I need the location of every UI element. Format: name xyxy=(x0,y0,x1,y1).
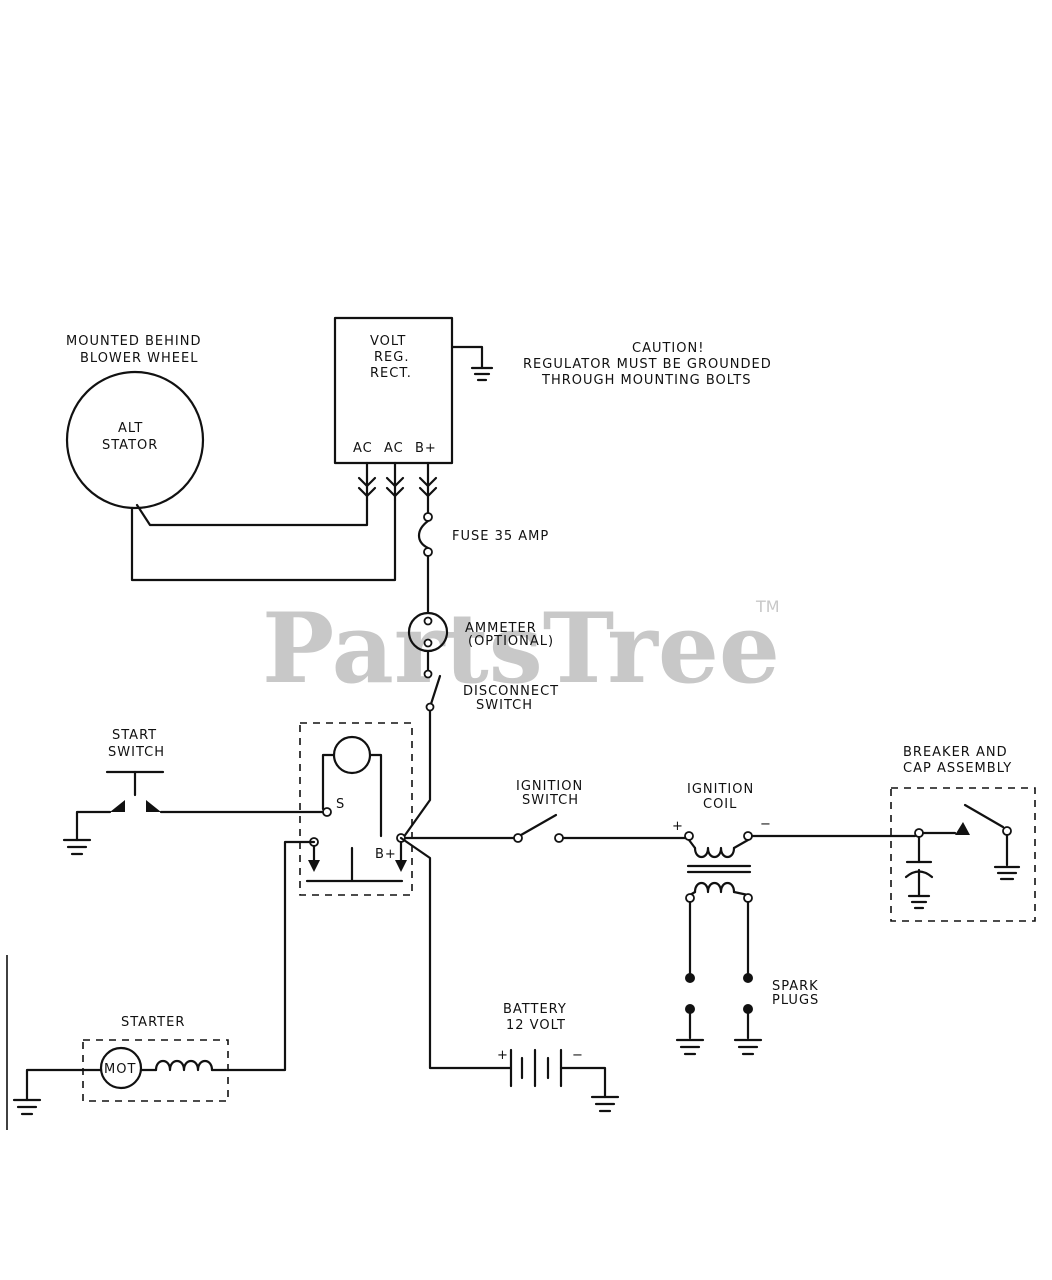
alt-stator: MOUNTED BEHIND BLOWER WHEEL ALT STATOR xyxy=(65,334,205,510)
start-label-line2: SWITCH xyxy=(108,745,165,760)
start-switch-ground-icon xyxy=(62,838,92,856)
disconnect-switch: DISCONNECT SWITCH xyxy=(423,669,559,713)
ignition-coil-label-line1: IGNITION xyxy=(687,782,754,797)
battery-label-line2: 12 VOLT xyxy=(506,1018,566,1033)
disconnect-label-line2: SWITCH xyxy=(476,698,533,713)
breaker-label-line1: BREAKER AND xyxy=(903,745,1008,760)
spark-plug-1-ground-icon xyxy=(675,1038,705,1056)
ammeter-label-line2: (OPTIONAL) xyxy=(468,634,554,649)
ignition-coil-label-line2: COIL xyxy=(703,797,737,812)
mounted-label-line2: BLOWER WHEEL xyxy=(80,351,198,366)
motor-label: MOT xyxy=(104,1062,136,1077)
caution-line1: CAUTION! xyxy=(632,341,704,356)
stator-label-line1: ALT xyxy=(118,421,143,436)
wire-solenoid-starter xyxy=(226,840,316,1072)
battery-minus-label: − xyxy=(572,1048,584,1063)
regulator-ground-icon xyxy=(450,345,494,382)
stator-label-line2: STATOR xyxy=(102,438,158,453)
voltage-regulator: VOLT REG. RECT. AC AC B+ xyxy=(333,316,454,465)
wire-bplus-battery xyxy=(399,836,512,1070)
fuse-label: FUSE 35 AMP xyxy=(452,529,549,544)
caution-line2: REGULATOR MUST BE GROUNDED xyxy=(523,357,772,372)
spark-plugs: SPARK PLUGS xyxy=(685,973,819,1040)
solenoid-bplus-label: B+ xyxy=(375,847,397,862)
caution-note: CAUTION! REGULATOR MUST BE GROUNDED THRO… xyxy=(523,341,772,388)
starter: STARTER MOT xyxy=(25,1015,230,1102)
disconnect-label-line1: DISCONNECT xyxy=(463,684,559,699)
battery: BATTERY 12 VOLT + − xyxy=(497,1002,607,1099)
regulator-label-line1: VOLT xyxy=(370,334,406,349)
solenoid-s-label: S xyxy=(336,797,345,812)
watermark-trademark: TM xyxy=(755,597,780,616)
breaker-cap-assembly: BREAKER AND CAP ASSEMBLY xyxy=(890,745,1036,922)
capacitor-ground-icon xyxy=(907,894,931,910)
breaker-ground-icon xyxy=(993,865,1021,881)
coil-plus-label: + xyxy=(672,819,684,834)
start-switch: START SWITCH xyxy=(75,728,325,842)
mounted-label-line1: MOUNTED BEHIND xyxy=(66,334,201,349)
fuse: FUSE 35 AMP xyxy=(417,512,549,557)
stator-lead-2 xyxy=(130,498,397,582)
ignition-coil: IGNITION COIL + − xyxy=(672,782,772,978)
terminal-ac2-label: AC xyxy=(384,441,404,456)
ignition-switch-label-line2: SWITCH xyxy=(522,793,579,808)
starter-ground-icon xyxy=(12,1098,42,1116)
spark-plugs-label-line2: PLUGS xyxy=(772,993,819,1008)
starter-solenoid: S B+ xyxy=(299,722,413,896)
stator-circle xyxy=(65,370,205,510)
terminal-bplus-label: B+ xyxy=(415,441,437,456)
watermark-text: PartsTree xyxy=(262,592,780,705)
spark-plugs-label-line1: SPARK xyxy=(772,979,819,994)
ignition-switch-label-line1: IGNITION xyxy=(516,779,583,794)
battery-ground-icon xyxy=(590,1095,620,1113)
ignition-switch: IGNITION SWITCH xyxy=(513,779,583,843)
spark-plug-2-ground-icon xyxy=(733,1038,763,1056)
regulator-label-line2: REG. xyxy=(374,350,409,365)
regulator-box xyxy=(333,316,454,465)
starter-label: STARTER xyxy=(121,1015,185,1030)
regulator-label-line3: RECT. xyxy=(370,366,412,381)
breaker-label-line2: CAP ASSEMBLY xyxy=(903,761,1012,776)
terminal-ac1-label: AC xyxy=(353,441,373,456)
battery-plus-label: + xyxy=(497,1048,509,1063)
stator-lead-1 xyxy=(135,498,369,527)
ammeter: AMMETER (OPTIONAL) xyxy=(407,611,554,653)
caution-line3: THROUGH MOUNTING BOLTS xyxy=(541,373,751,388)
start-label-line1: START xyxy=(112,728,157,743)
ammeter-label-line1: AMMETER xyxy=(465,621,537,636)
battery-label-line1: BATTERY xyxy=(503,1002,567,1017)
regulator-connectors xyxy=(357,461,438,514)
coil-minus-label: − xyxy=(760,817,772,832)
wire-disconnect-solenoid xyxy=(401,709,432,840)
